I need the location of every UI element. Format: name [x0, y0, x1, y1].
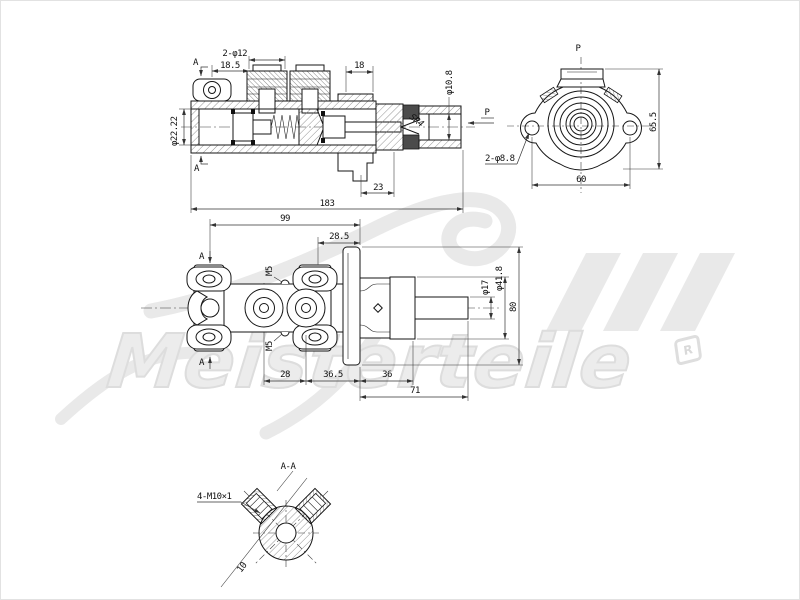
- svg-text:71: 71: [410, 386, 420, 396]
- svg-text:4-M10×1: 4-M10×1: [197, 492, 232, 502]
- svg-text:φ22.22: φ22.22: [170, 116, 180, 146]
- svg-text:φ17: φ17: [481, 280, 491, 295]
- dim-phi22-22: φ22.22: [170, 108, 191, 146]
- dim-phi41-8: φ41.8: [417, 266, 509, 340]
- top-view: 99 28.5 M5 M5 28: [141, 214, 523, 401]
- svg-text:18.5: 18.5: [220, 61, 240, 71]
- svg-text:10: 10: [235, 561, 249, 575]
- dim-60: 60: [531, 137, 631, 189]
- view-p-title: P: [576, 44, 582, 54]
- svg-text:2-φ12: 2-φ12: [222, 49, 247, 59]
- dim-2-phi8-8: 2-φ8.8: [485, 132, 530, 165]
- dim-28: 28: [263, 335, 307, 385]
- logo-slant-bars: [546, 253, 735, 331]
- dim-183: 183: [190, 150, 464, 213]
- svg-text:A: A: [194, 164, 200, 174]
- svg-text:φ41.8: φ41.8: [495, 266, 505, 291]
- dim-28-5: 28.5: [317, 232, 361, 265]
- svg-text:φ10.8: φ10.8: [445, 70, 455, 95]
- svg-text:28: 28: [280, 370, 290, 380]
- piston-assembly: [231, 108, 402, 146]
- svg-text:2-φ8.8: 2-φ8.8: [485, 154, 515, 164]
- dim-36-5: 36.5: [305, 367, 361, 401]
- dim-4-m10: 4-M10×1: [197, 492, 261, 514]
- svg-text:60: 60: [576, 175, 586, 185]
- svg-text:M5: M5: [265, 266, 275, 276]
- svg-text:A: A: [193, 58, 199, 68]
- end-view-p: P 65.5 60 2-φ8.8: [485, 44, 663, 193]
- dim-m5-bottom: M5: [265, 333, 283, 351]
- section-arrow-a-top: A: [193, 58, 208, 77]
- section-arrow-a-top-2: A: [199, 251, 212, 264]
- dim-2-phi12: 2-φ12: [222, 49, 286, 69]
- svg-text:80: 80: [509, 302, 519, 312]
- svg-text:99: 99: [280, 214, 290, 224]
- dim-80: 80: [362, 246, 523, 366]
- svg-text:A: A: [199, 252, 205, 262]
- svg-text:36.5: 36.5: [323, 370, 343, 380]
- svg-text:65.5: 65.5: [649, 112, 659, 132]
- side-section-view: SR4 2-φ12 18.5 18: [170, 49, 494, 213]
- svg-text:P: P: [485, 108, 491, 118]
- svg-text:23: 23: [373, 183, 383, 193]
- dim-phi17: φ17: [470, 280, 495, 320]
- section-aa-view: A-A: [197, 462, 332, 588]
- dim-m5-top: M5: [265, 266, 283, 283]
- port-p-arrow: P: [467, 108, 494, 125]
- svg-text:M5: M5: [265, 341, 275, 351]
- dim-18-5: 18.5: [211, 61, 250, 77]
- dim-18: 18: [345, 61, 374, 92]
- section-arrow-a-bottom: A: [194, 155, 208, 174]
- dim-phi10-8: φ10.8: [445, 70, 455, 141]
- svg-text:A: A: [199, 358, 205, 368]
- svg-text:183: 183: [320, 199, 335, 209]
- dim-65-5: 65.5: [605, 68, 663, 170]
- dim-71: 71: [359, 321, 469, 401]
- svg-text:28.5: 28.5: [329, 232, 349, 242]
- svg-text:36: 36: [382, 370, 392, 380]
- dim-23: 23: [360, 152, 395, 197]
- dim-36: 36: [359, 341, 414, 385]
- section-aa-title: A-A: [281, 462, 297, 472]
- svg-text:18: 18: [354, 61, 364, 71]
- section-arrow-a-bottom-2: A: [199, 356, 212, 369]
